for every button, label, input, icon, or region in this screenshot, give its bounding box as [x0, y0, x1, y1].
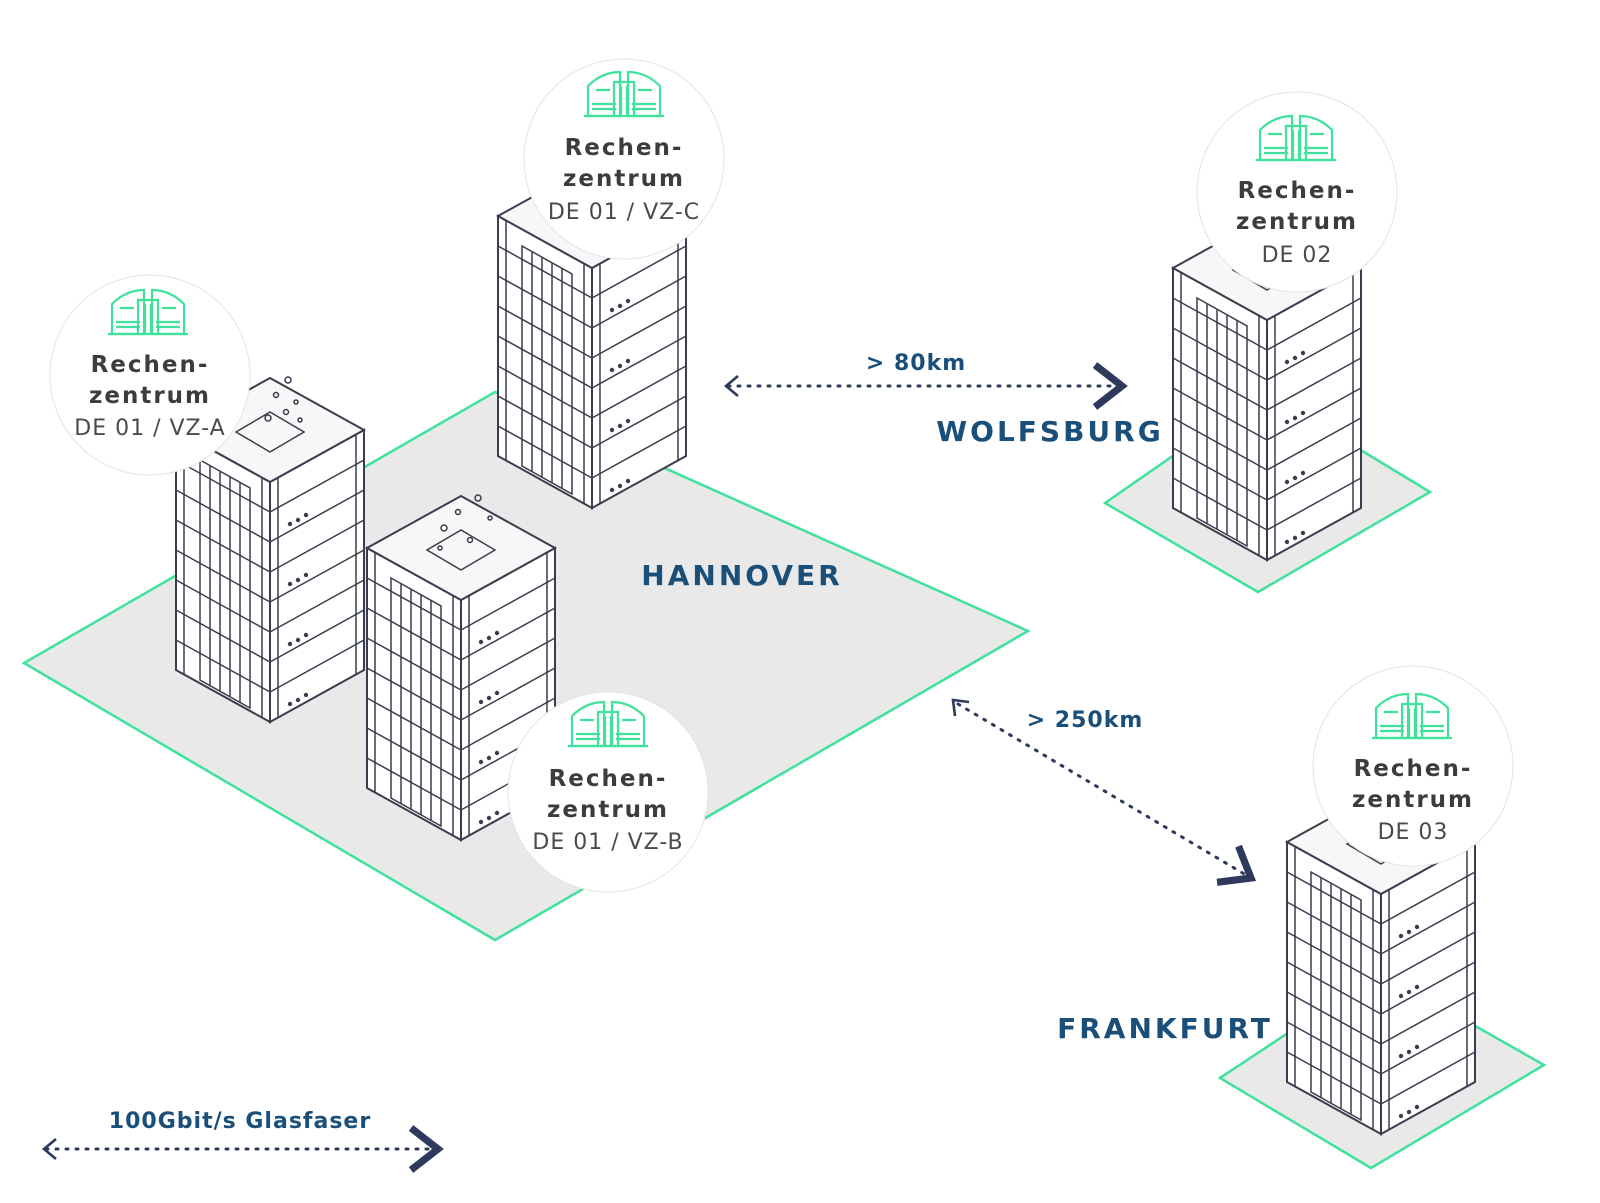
city-label-wolfsburg: WOLFSBURG	[936, 415, 1163, 448]
rz-title-line2: zentrum	[1236, 209, 1358, 235]
arrowhead-left-icon	[723, 375, 739, 397]
rz-subtitle: DE 02	[1262, 243, 1333, 268]
distance-label-wolfsburg: > 80km	[866, 351, 966, 376]
rz-bubble-vz-b: Rechen- zentrum DE 01 / VZ-B	[507, 691, 709, 893]
rz-subtitle: DE 03	[1378, 820, 1449, 845]
city-label-frankfurt: FRANKFURT	[1057, 1012, 1273, 1045]
rz-subtitle: DE 01 / VZ-A	[74, 416, 225, 441]
rz-title-line1: Rechen-	[1238, 178, 1357, 204]
rz-title-line2: zentrum	[1352, 787, 1474, 813]
rz-title-line2: zentrum	[89, 383, 211, 409]
rz-bubble-de03: Rechen- zentrum DE 03	[1312, 665, 1514, 867]
rz-bubble-de02: Rechen- zentrum DE 02	[1196, 91, 1398, 293]
rz-title-line1: Rechen-	[91, 352, 210, 378]
rz-title-line1: Rechen-	[565, 135, 684, 161]
rz-title-line1: Rechen-	[1354, 756, 1473, 782]
rz-title-line2: zentrum	[547, 797, 669, 823]
bubble-particles	[264, 376, 493, 551]
city-label-hannover: HANNOVER	[641, 559, 842, 592]
distance-label-frankfurt: > 250km	[1027, 708, 1144, 733]
rz-title-line1: Rechen-	[549, 766, 668, 792]
rz-subtitle: DE 01 / VZ-B	[532, 830, 683, 855]
arrowhead-left-icon	[41, 1138, 57, 1160]
connection-arrow-frankfurt	[956, 702, 1257, 886]
rz-bubble-vz-c: Rechen- zentrum DE 01 / VZ-C	[523, 58, 725, 260]
rz-subtitle: DE 01 / VZ-C	[548, 200, 700, 225]
rz-bubble-vz-a: Rechen- zentrum DE 01 / VZ-A	[49, 274, 251, 476]
legend-label: 100Gbit/s Glasfaser	[109, 1109, 371, 1134]
arrowhead-upleft-icon	[951, 698, 970, 717]
rz-title-line2: zentrum	[563, 166, 685, 192]
